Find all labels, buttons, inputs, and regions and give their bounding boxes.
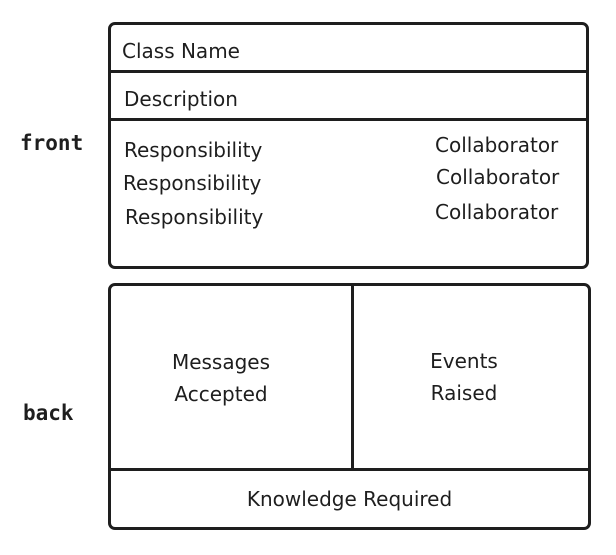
collaborator-item: Collaborator xyxy=(435,133,559,157)
crc-card-front: Class Name Description Responsibility Re… xyxy=(108,22,589,269)
messages-events-divider xyxy=(351,286,354,468)
knowledge-divider xyxy=(111,468,588,471)
class-name-divider xyxy=(111,70,586,73)
collaborator-item: Collaborator xyxy=(436,165,560,189)
back-label: back xyxy=(23,401,74,425)
front-label: front xyxy=(20,131,84,155)
messages-accepted-line: Messages xyxy=(171,350,271,374)
responsibility-item: Responsibility xyxy=(124,138,263,162)
responsibility-item: Responsibility xyxy=(123,171,262,195)
crc-card-back: Messages Accepted Events Raised Knowledg… xyxy=(108,283,591,530)
events-raised-line: Events xyxy=(430,349,498,373)
collaborator-item: Collaborator xyxy=(435,200,559,224)
knowledge-required-section: Knowledge Required xyxy=(111,483,588,515)
messages-accepted-line: Accepted xyxy=(174,382,268,406)
messages-accepted-section: Messages Accepted xyxy=(111,346,331,410)
responsibility-item: Responsibility xyxy=(125,205,264,229)
description-divider xyxy=(111,118,586,121)
events-raised-section: Events Raised xyxy=(354,345,574,409)
events-raised-line: Raised xyxy=(430,381,498,405)
class-name-field: Class Name xyxy=(122,39,240,63)
description-field: Description xyxy=(124,87,238,111)
knowledge-required-text: Knowledge Required xyxy=(246,487,453,511)
